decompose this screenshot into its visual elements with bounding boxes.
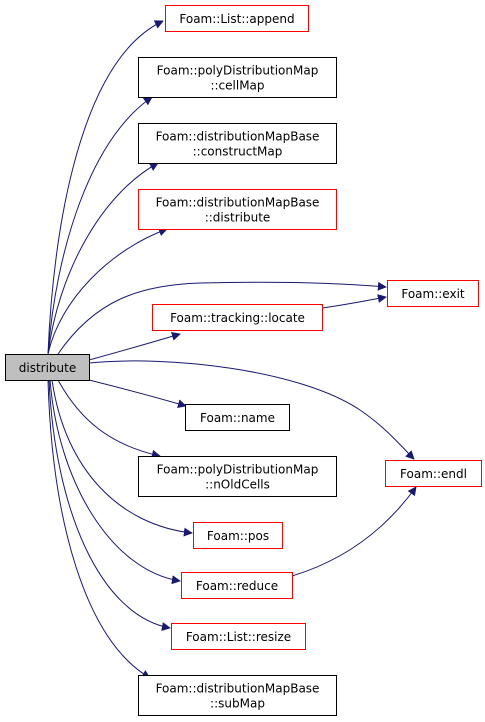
root-node-distribute[interactable]: distribute (5, 354, 90, 381)
edge-distribute-to-endl (88, 360, 415, 460)
node-endl[interactable]: Foam::endl (385, 460, 482, 487)
node-label: Foam::polyDistributionMap (157, 463, 319, 477)
node-box (5, 354, 90, 381)
node-label: Foam::exit (401, 287, 465, 301)
node-name[interactable]: Foam::name (185, 404, 290, 431)
node-exit[interactable]: Foam::exit (387, 280, 479, 307)
edge-distribute-to-noldcells (57, 379, 161, 459)
edge-distribute-to-constructmap (47, 162, 159, 355)
edge-reduce-to-endl (291, 486, 417, 577)
edge-distribute-to-exit (57, 281, 387, 355)
node-label: ::subMap (210, 697, 265, 711)
node-box (181, 572, 293, 599)
edges-layer (47, 20, 417, 679)
node-label: Foam::reduce (196, 579, 278, 593)
node-box (138, 189, 337, 230)
node-label: Foam::polyDistributionMap (157, 64, 319, 78)
node-box (385, 460, 482, 487)
node-label: Foam::distributionMapBase (156, 130, 320, 144)
edge-distribute-to-base-distribute (47, 227, 168, 355)
node-box (138, 456, 337, 497)
edge-distribute-to-cellmap (47, 96, 153, 355)
node-box (165, 5, 309, 32)
node-box (138, 123, 337, 164)
node-box (387, 280, 479, 307)
node-label: Foam::pos (207, 529, 269, 543)
node-box (152, 304, 323, 331)
node-label: Foam::tracking::locate (170, 311, 305, 325)
node-list-append[interactable]: Foam::List::append (165, 5, 309, 32)
node-label: Foam::endl (400, 467, 467, 481)
node-noldcells[interactable]: Foam::polyDistributionMap::nOldCells (138, 456, 337, 497)
node-submap[interactable]: Foam::distributionMapBase::subMap (138, 675, 337, 716)
node-label: Foam::List::append (179, 12, 294, 26)
node-list-resize[interactable]: Foam::List::resize (171, 623, 306, 650)
edge-distribute-to-list-resize (48, 379, 171, 631)
edge-locate-to-exit (321, 294, 387, 309)
node-label: Foam::distributionMapBase (156, 682, 320, 696)
node-label: Foam::name (200, 411, 275, 425)
node-label: Foam::List::resize (186, 630, 291, 644)
edge-distribute-to-name (88, 379, 187, 409)
node-reduce[interactable]: Foam::reduce (181, 572, 293, 599)
edge-distribute-to-submap (47, 379, 151, 679)
node-label: ::distribute (205, 211, 271, 225)
node-cellmap[interactable]: Foam::polyDistributionMap::cellMap (138, 57, 337, 98)
node-label: ::constructMap (193, 145, 283, 159)
node-label: ::nOldCells (205, 478, 270, 492)
node-label: distribute (19, 361, 77, 375)
node-box (138, 57, 337, 98)
edge-distribute-to-reduce (49, 379, 181, 585)
node-base-distribute[interactable]: Foam::distributionMapBase::distribute (138, 189, 337, 230)
node-label: Foam::distributionMapBase (156, 196, 320, 210)
node-box (193, 522, 283, 549)
node-box (138, 675, 337, 716)
node-box (185, 404, 290, 431)
edge-distribute-to-pos (51, 379, 193, 537)
nodes-layer: distribute Foam::List::appendFoam::polyDi… (5, 5, 482, 716)
node-label: ::cellMap (210, 79, 264, 93)
node-pos[interactable]: Foam::pos (193, 522, 283, 549)
node-constructmap[interactable]: Foam::distributionMapBase::constructMap (138, 123, 337, 164)
edge-distribute-to-locate (88, 332, 181, 361)
node-locate[interactable]: Foam::tracking::locate (152, 304, 323, 331)
node-box (171, 623, 306, 650)
edge-distribute-to-list-append (47, 20, 164, 355)
